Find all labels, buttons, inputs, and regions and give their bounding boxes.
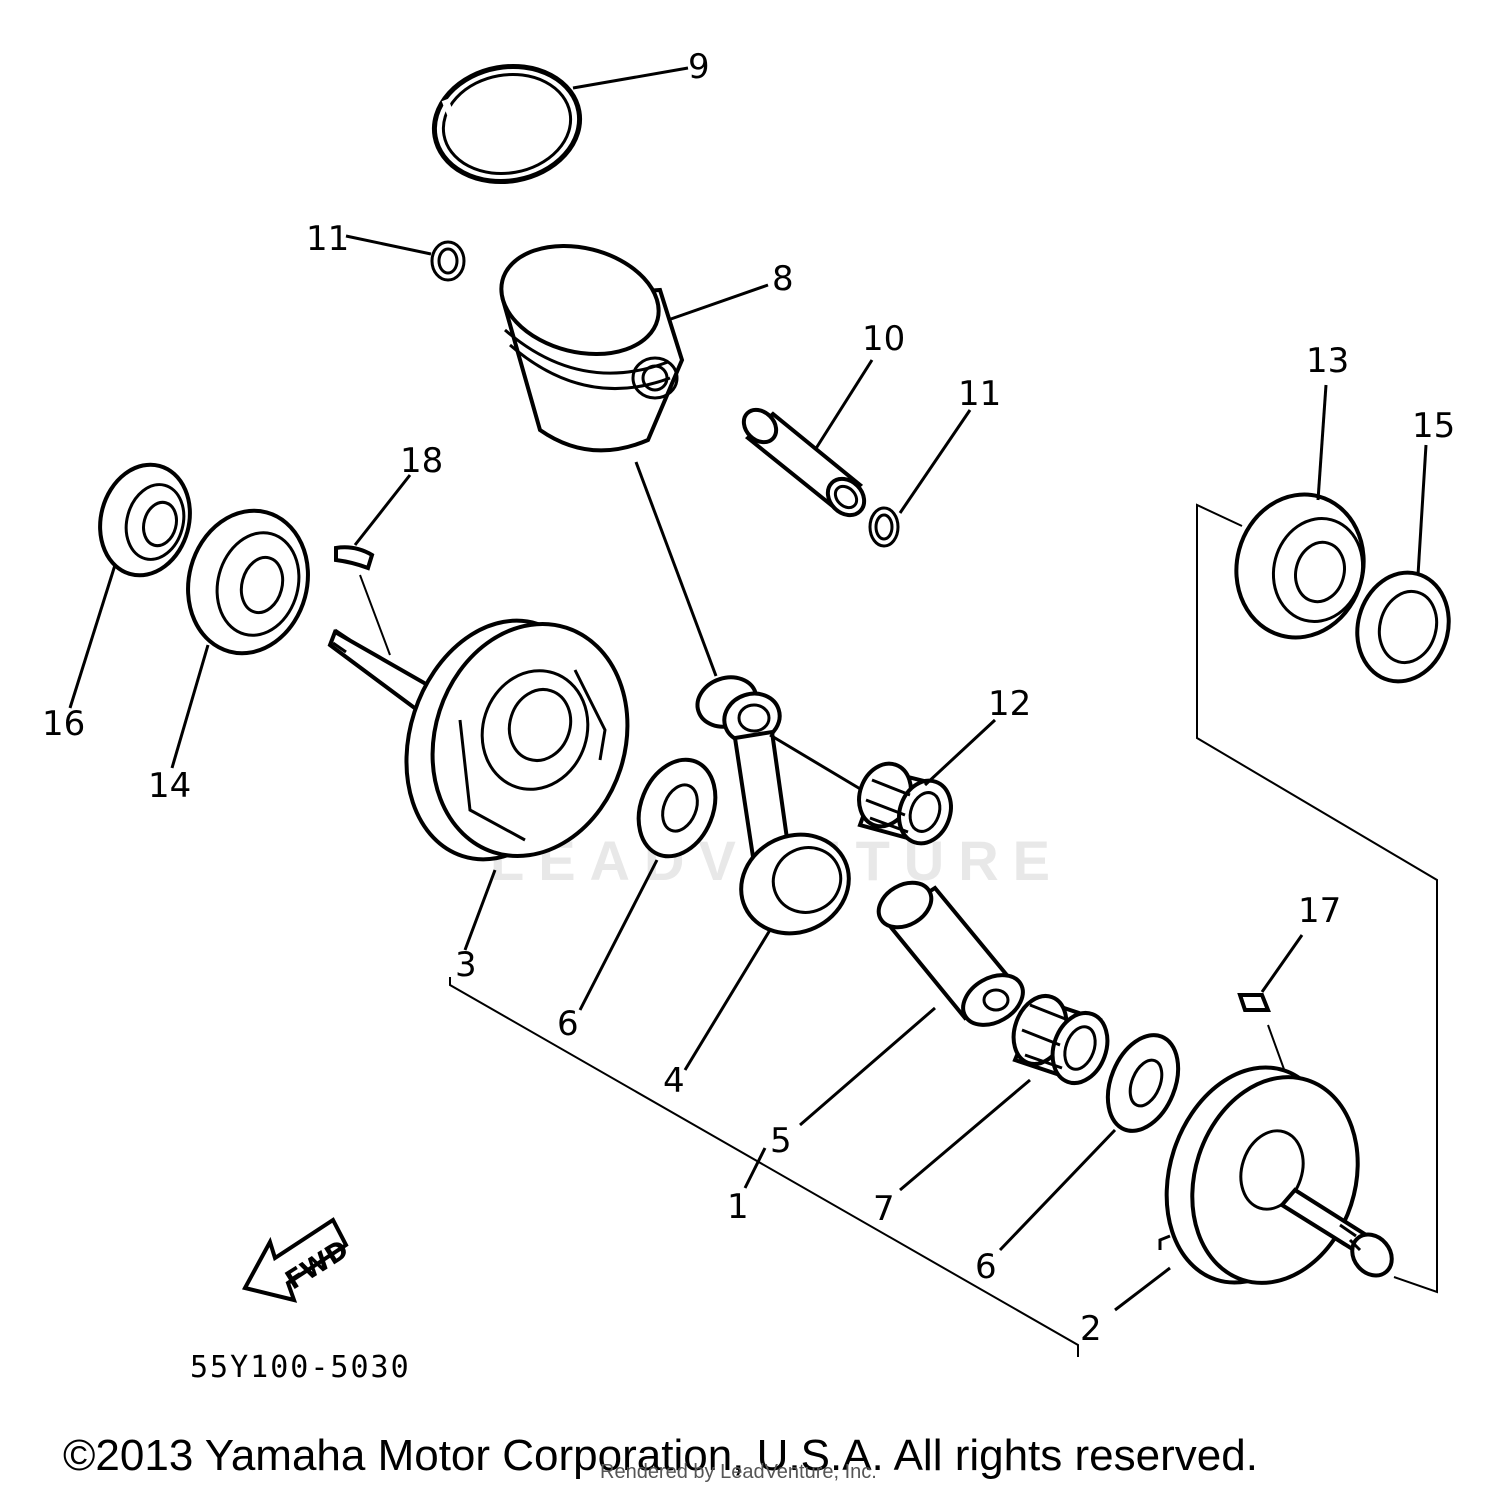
- leader-17: [1260, 934, 1304, 993]
- callout-5: 5: [770, 1121, 792, 1161]
- callout-15: 15: [1412, 406, 1455, 446]
- callout-10: 10: [862, 319, 905, 359]
- leader-4: [683, 929, 772, 1071]
- callout-17: 17: [1298, 891, 1341, 931]
- alignment-line-key: [359, 574, 391, 656]
- leader-11a: [345, 234, 432, 256]
- rendered-by-text: Rendered by LeadVenture, Inc.: [600, 1461, 877, 1483]
- piston-pin-part: [741, 407, 867, 518]
- callout-11: 11: [306, 219, 349, 259]
- piston-ring-part: [431, 63, 583, 185]
- leader-14: [170, 644, 210, 769]
- crank-pin-part: [876, 880, 1025, 1027]
- callout-9: 9: [688, 47, 710, 87]
- bracket-right: [1196, 503, 1438, 1294]
- leader-10: [813, 359, 874, 451]
- assembly-bracket: [449, 977, 1079, 1357]
- leader-8: [667, 283, 769, 322]
- callout-3: 3: [455, 945, 477, 985]
- alignment-line-rod: [769, 733, 863, 792]
- leader-9: [572, 66, 689, 90]
- needle-bearing-big-part: [1011, 994, 1110, 1085]
- piston-pin-clip-upper: [430, 240, 466, 282]
- piston-part: [499, 243, 685, 453]
- leader-1: [743, 1147, 767, 1189]
- callout-16: 16: [42, 704, 85, 744]
- callout-6: 6: [557, 1004, 579, 1044]
- piston-pin-clip-lower: [868, 506, 900, 548]
- leader-6b: [998, 1128, 1117, 1252]
- crank-left-part: [327, 618, 630, 862]
- callout-8: 8: [772, 259, 794, 299]
- bearing-right-part: [1234, 492, 1366, 640]
- washer-right-part: [1105, 1033, 1181, 1133]
- leader-2: [1114, 1266, 1171, 1312]
- woodruff-key-left: [334, 545, 375, 571]
- leader-11b: [898, 409, 972, 514]
- woodruff-key-right: [1237, 993, 1271, 1012]
- callout-labels: 9 11 8 10 11 13 15 18 16 14 12 3 6 4 5 1…: [42, 47, 1455, 1349]
- leader-7: [899, 1078, 1031, 1192]
- callout-14: 14: [148, 766, 191, 806]
- callout-6: 6: [975, 1247, 997, 1287]
- leader-12: [923, 718, 997, 787]
- washer-left-part: [636, 757, 718, 859]
- callout-18: 18: [400, 441, 443, 481]
- oil-seal-right-part: [1355, 570, 1451, 684]
- leader-3: [463, 869, 497, 951]
- callout-12: 12: [988, 684, 1031, 724]
- leader-15: [1416, 444, 1428, 576]
- connecting-rod-part: [695, 675, 851, 936]
- needle-bearing-small-part: [857, 761, 953, 846]
- crank-right-part: [1158, 1065, 1394, 1285]
- callout-4: 4: [663, 1061, 685, 1101]
- callout-13: 13: [1306, 341, 1349, 381]
- oil-seal-left-part: [98, 462, 192, 578]
- alignment-line-piston: [634, 461, 718, 677]
- leader-16: [68, 564, 117, 709]
- copyright-text: ©2013 Yamaha Motor Corporation, U.S.A. A…: [63, 1431, 1258, 1480]
- fwd-arrow-icon: FWD: [242, 1217, 354, 1303]
- callout-7: 7: [873, 1189, 895, 1229]
- diagram-code: 55Y100-5030: [190, 1350, 411, 1385]
- callout-2: 2: [1080, 1309, 1102, 1349]
- callout-11: 11: [958, 374, 1001, 414]
- leader-6a: [578, 859, 659, 1011]
- leader-18: [353, 474, 412, 546]
- bearing-left-part: [186, 508, 310, 656]
- callout-1: 1: [727, 1187, 749, 1227]
- leader-13: [1316, 384, 1328, 501]
- leader-5: [799, 1006, 936, 1127]
